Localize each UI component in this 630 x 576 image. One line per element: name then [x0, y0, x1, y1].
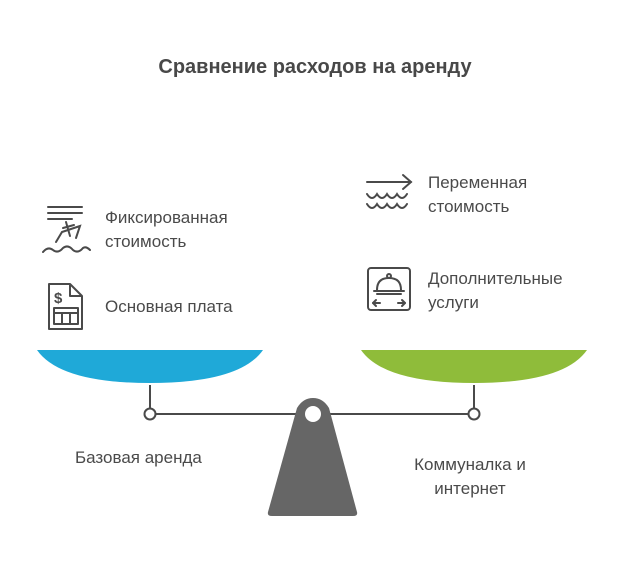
svg-text:$: $	[54, 290, 63, 307]
left-node	[143, 407, 157, 421]
base-rent-label: Базовая аренда	[75, 448, 202, 467]
waves-arrow-icon	[366, 174, 413, 209]
right-node	[467, 407, 481, 421]
cloche-service-icon	[367, 267, 411, 311]
right-pan	[361, 350, 587, 383]
invoice-dollar-icon: $	[48, 283, 83, 330]
page-title: Сравнение расходов на аренду	[158, 56, 472, 78]
left-pan	[37, 350, 263, 383]
sinking-ship-icon	[42, 206, 91, 253]
base-fee-label: Основная плата	[105, 297, 233, 316]
fulcrum	[267, 398, 358, 516]
